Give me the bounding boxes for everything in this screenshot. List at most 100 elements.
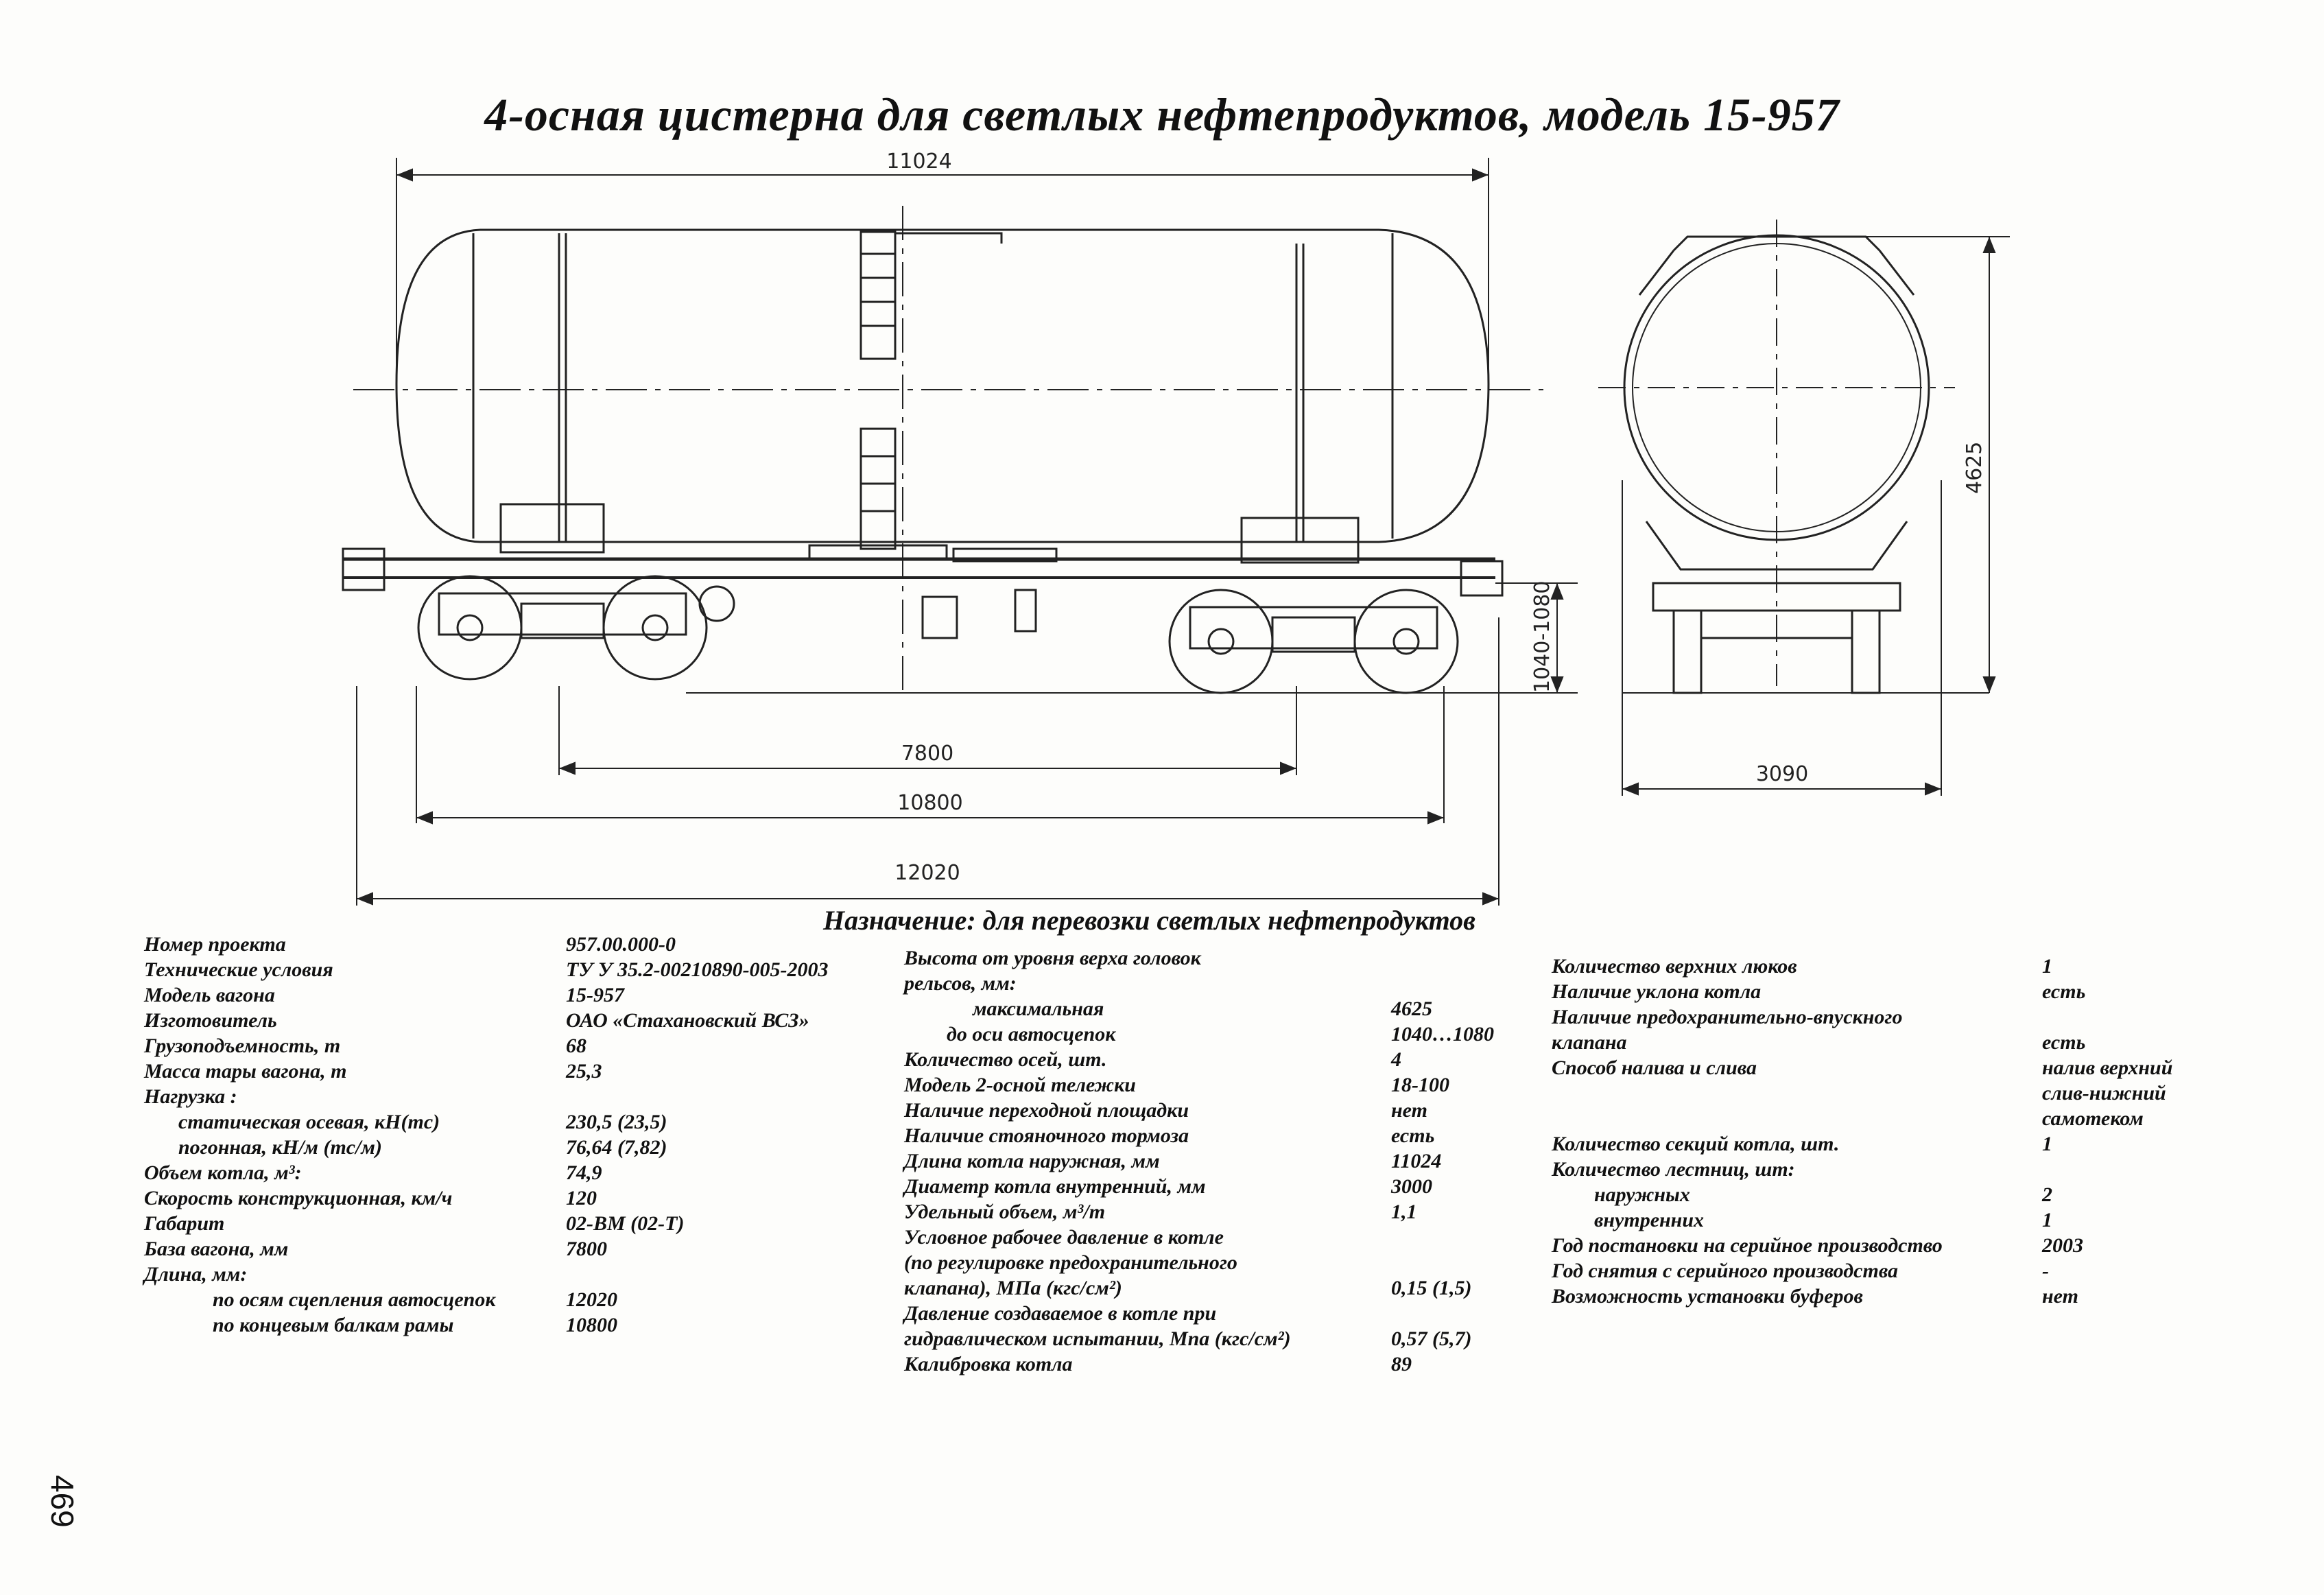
spec-label: Наличие переходной площадки (904, 1099, 1189, 1122)
spec-value: 12020 (566, 1288, 617, 1311)
spec-row: (по регулировке предохранительного (904, 1250, 1556, 1275)
spec-row: Год постановки на серийное производство 2… (1552, 1233, 2306, 1258)
spec-value: 18-100 (1391, 1074, 1449, 1096)
spec-value: 74,9 (566, 1161, 602, 1184)
spec-value: 68 (566, 1035, 586, 1057)
boiler-outline (395, 228, 1490, 543)
spec-value: 2003 (2042, 1234, 2083, 1257)
spec-label: Изготовитель (144, 1009, 277, 1032)
spec-value: нет (2042, 1285, 2078, 1308)
spec-label: Номер проекта (144, 933, 286, 956)
spec-row: по осям сцепления автосцепок 12020 (144, 1287, 899, 1312)
spec-value: - (2042, 1260, 2049, 1282)
spec-row: Условное рабочее давление в котле (904, 1225, 1556, 1250)
spec-value: ТУ У 35.2-00210890-005-2003 (566, 958, 829, 981)
spec-row: гидравлическом испытании, Мпа (кгс/см²)0… (904, 1326, 1556, 1351)
spec-row: самотеком (1552, 1106, 2306, 1131)
spec-row: рельсов, мм: (904, 971, 1556, 996)
spec-label: Калибровка котла (904, 1353, 1073, 1375)
spec-row: Высота от уровня верха головок (904, 945, 1556, 971)
spec-value: 76,64 (7,82) (566, 1136, 667, 1159)
spec-value: 120 (566, 1187, 597, 1209)
spec-label: Наличие стояночного тормоза (904, 1124, 1189, 1147)
spec-label: Диаметр котла внутренний, мм (904, 1175, 1206, 1198)
spec-label: Высота от уровня верха головок (904, 947, 1201, 969)
spec-label: Длина котла наружная, мм (904, 1150, 1160, 1172)
spec-label: Количество верхних люков (1552, 955, 1797, 978)
spec-label: внутренних (1594, 1209, 1705, 1231)
spec-row: Габарит 02-ВМ (02-Т) (144, 1211, 899, 1236)
spec-label: Габарит (144, 1212, 225, 1235)
dim-coupling-length: 12020 (894, 861, 960, 885)
spec-label: клапана (1552, 1031, 1627, 1054)
spec-row: Наличие переходной площадки нет (904, 1098, 1556, 1123)
dim-width: 3090 (1756, 762, 1808, 786)
spec-value: налив верхний (2042, 1056, 2173, 1079)
spec-value: 2 (2042, 1183, 2052, 1206)
spec-value: есть (2042, 1031, 2086, 1054)
spec-label: База вагона, мм (144, 1238, 289, 1260)
spec-label: Количество секций котла, шт. (1552, 1133, 1840, 1155)
upper-ladder (859, 231, 897, 360)
spec-row: Год снятия с серийного производства - (1552, 1258, 2306, 1284)
spec-value: 3000 (1391, 1175, 1432, 1198)
dim-frame-length: 10800 (897, 791, 962, 815)
dim-coupler-height: 1040-1080 (1530, 580, 1554, 693)
spec-row: Нагрузка : (144, 1084, 899, 1109)
spec-label: Год снятия с серийного производства (1552, 1260, 1899, 1282)
spec-value: есть (1391, 1124, 1435, 1147)
spec-value: самотеком (2042, 1107, 2144, 1130)
spec-value: 230,5 (23,5) (566, 1111, 667, 1133)
spec-value: есть (2042, 980, 2086, 1003)
spec-value: 0,15 (1,5) (1391, 1277, 1472, 1299)
spec-value: 4 (1391, 1048, 1401, 1071)
spec-value: 02-ВМ (02-Т) (566, 1212, 685, 1235)
spec-label: гидравлическом испытании, Мпа (кгс/см²) (904, 1327, 1291, 1350)
spec-value: ОАО «Стахановский ВСЗ» (566, 1009, 809, 1032)
spec-value: 1 (2042, 1209, 2052, 1231)
spec-label: Условное рабочее давление в котле (904, 1226, 1224, 1249)
spec-row: статическая осевая, кН(тс)230,5 (23,5) (144, 1109, 899, 1135)
spec-row: Количество осей, шт.4 (904, 1047, 1556, 1072)
spec-label: клапана), МПа (кгс/см²) (904, 1277, 1122, 1299)
spec-value: 7800 (566, 1238, 607, 1260)
spec-value: слив-нижний (2042, 1082, 2166, 1104)
spec-label: Длина, мм: (144, 1263, 248, 1286)
spec-label: Возможность установки буферов (1552, 1285, 1863, 1308)
spec-row: Давление создаваемое в котле при (904, 1301, 1556, 1326)
spec-value: 1 (2042, 1133, 2052, 1155)
spec-label: (по регулировке предохранительного (904, 1251, 1237, 1274)
spec-label: Год постановки на серийное производство (1552, 1234, 1943, 1257)
spec-value: 11024 (1391, 1150, 1442, 1172)
spec-row: слив-нижний (1552, 1080, 2306, 1106)
spec-value: 15-957 (566, 984, 624, 1006)
spec-label: Грузоподъемность, т (144, 1035, 341, 1057)
spec-row: погонная, кН/м (тс/м) 76,64 (7,82) (144, 1135, 899, 1160)
spec-row: Наличие стояночного тормоза есть (904, 1123, 1556, 1148)
spec-label: Объем котла, м³: (144, 1161, 302, 1184)
bogie-frame-right (1189, 606, 1438, 650)
dim-wagon-base: 7800 (901, 742, 953, 766)
spec-row: клапана), МПа (кгс/см²) 0,15 (1,5) (904, 1275, 1556, 1301)
bogie-frame-left (438, 592, 687, 636)
spec-label: по осям сцепления автосцепок (213, 1288, 496, 1311)
spec-row: Возможность установки буферов нет (1552, 1284, 2306, 1309)
purpose-heading: Назначение: для перевозки светлых нефтеп… (823, 905, 1476, 936)
spec-value: 1,1 (1391, 1201, 1417, 1223)
spec-label: Масса тары вагона, т (144, 1060, 347, 1083)
spec-row: Диаметр котла внутренний, мм 3000 (904, 1174, 1556, 1199)
spec-label: Количество лестниц, шт: (1552, 1158, 1795, 1181)
spec-label: погонная, кН/м (тс/м) (178, 1136, 382, 1159)
spec-row: внутренних 1 (1552, 1207, 2306, 1233)
spec-value: нет (1391, 1099, 1427, 1122)
